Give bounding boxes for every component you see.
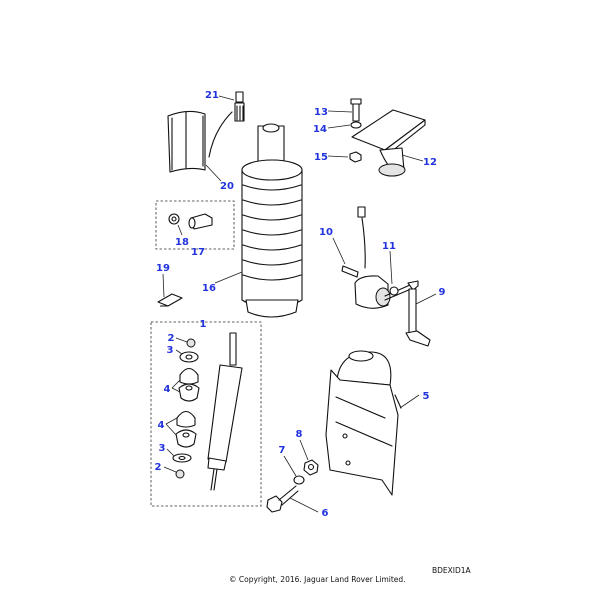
part-1-shock-absorber[interactable] xyxy=(207,332,243,491)
callout-8[interactable]: 8 xyxy=(296,429,303,440)
part-12-bracket[interactable] xyxy=(349,98,426,177)
callout-2-top[interactable]: 2 xyxy=(168,333,175,344)
callout-17[interactable]: 17 xyxy=(191,247,205,258)
callout-20[interactable]: 20 xyxy=(220,181,234,192)
callout-10[interactable]: 10 xyxy=(319,227,333,238)
callout-5[interactable]: 5 xyxy=(423,391,430,402)
part-16-air-spring[interactable] xyxy=(241,123,303,318)
callout-labels: 21 13 14 15 12 20 18 17 10 11 19 16 9 1 … xyxy=(155,90,446,519)
leader-lines xyxy=(162,95,437,513)
callout-18[interactable]: 18 xyxy=(175,237,189,248)
part-2-3-4-bushes[interactable] xyxy=(172,338,200,479)
callout-3-top[interactable]: 3 xyxy=(167,345,174,356)
diagram-ref-code: BDEXID1A xyxy=(432,566,472,575)
callout-16[interactable]: 16 xyxy=(202,283,216,294)
callout-2-bottom[interactable]: 2 xyxy=(155,462,162,473)
part-5-mounting-housing[interactable] xyxy=(325,350,402,496)
kit-1-box xyxy=(150,321,262,507)
callout-11[interactable]: 11 xyxy=(382,241,396,252)
callout-14[interactable]: 14 xyxy=(313,124,327,135)
part-11-height-sensor[interactable] xyxy=(341,206,431,347)
callout-13[interactable]: 13 xyxy=(314,107,328,118)
copyright-notice: © Copyright, 2016. Jaguar Land Rover Lim… xyxy=(229,575,406,584)
callout-12[interactable]: 12 xyxy=(423,157,437,168)
part-21-pin[interactable] xyxy=(208,91,245,158)
callout-4-top[interactable]: 4 xyxy=(164,384,171,395)
callout-1[interactable]: 1 xyxy=(200,319,207,330)
callout-7[interactable]: 7 xyxy=(279,445,286,456)
callout-21[interactable]: 21 xyxy=(205,90,219,101)
part-18-fitting[interactable] xyxy=(168,213,213,230)
callout-15[interactable]: 15 xyxy=(314,152,328,163)
callout-19[interactable]: 19 xyxy=(156,263,170,274)
part-20-shield[interactable] xyxy=(167,110,206,173)
callout-6[interactable]: 6 xyxy=(322,508,329,519)
callout-4-bottom[interactable]: 4 xyxy=(158,420,165,431)
part-19-clip[interactable] xyxy=(157,293,183,307)
callout-9[interactable]: 9 xyxy=(439,287,446,298)
part-6-7-8-fasteners[interactable] xyxy=(266,459,319,513)
callout-3-bottom[interactable]: 3 xyxy=(159,443,166,454)
